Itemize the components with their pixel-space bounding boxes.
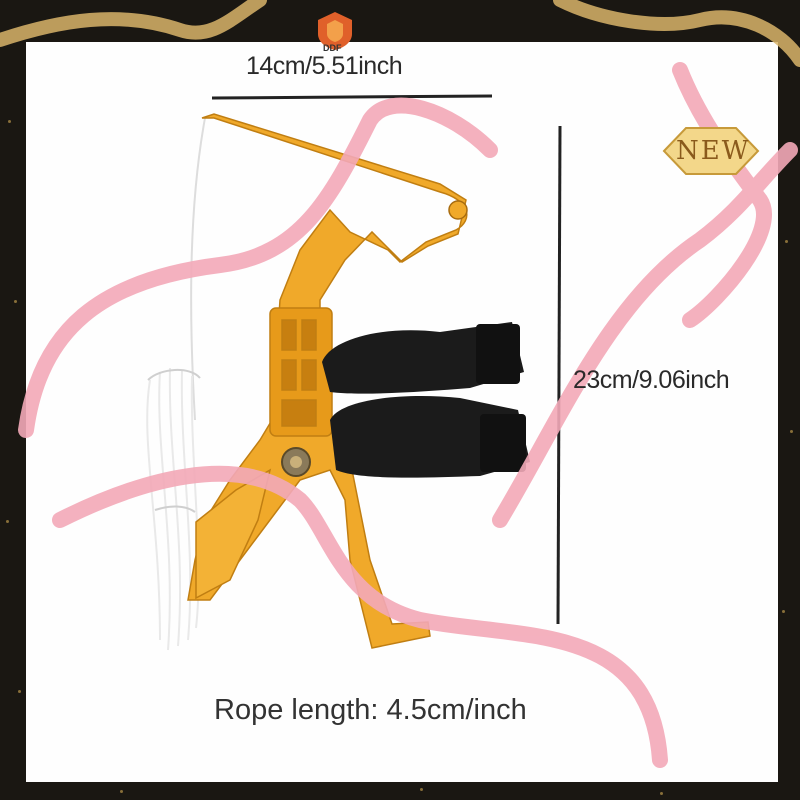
brand-shield-icon [318, 12, 352, 50]
height-label: 23cm/9.06inch [573, 366, 730, 394]
rope-coil [146, 117, 206, 651]
rope-length-label: Rope length: 4.5cm/inch [214, 694, 527, 726]
brand-logo-text: DDF [323, 43, 342, 53]
black-straps [322, 322, 530, 478]
gold-ribbons [0, 0, 800, 67]
yellow-bracket [187, 113, 468, 649]
pink-ribbons [18, 62, 798, 768]
height-dimension-line [556, 125, 562, 625]
top-bolt [448, 200, 468, 220]
width-label: 14cm/5.51inch [246, 52, 403, 80]
new-badge-shape [662, 127, 760, 175]
new-badge-label: NEW [676, 136, 751, 166]
width-dimension-line [211, 94, 493, 100]
